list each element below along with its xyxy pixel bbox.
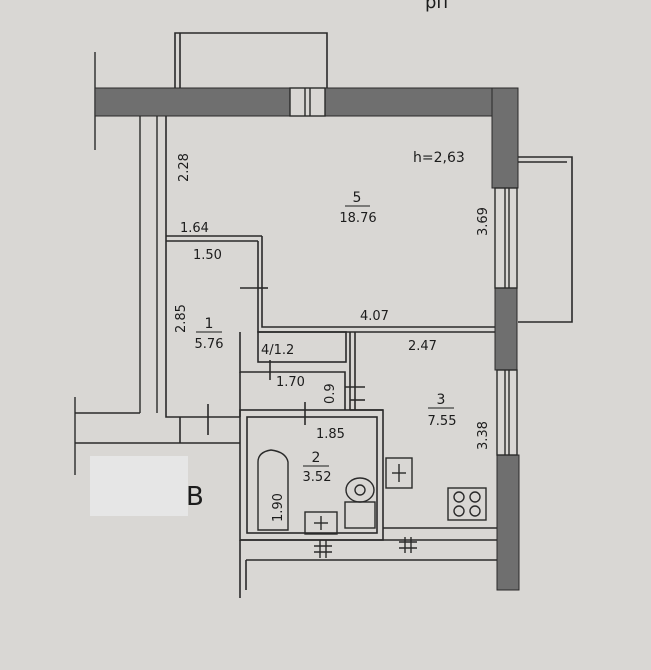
room-2-area: 3.52 — [303, 470, 332, 485]
room-5-area: 18.76 — [339, 211, 376, 226]
windows — [289, 87, 518, 456]
redacted-box — [90, 456, 188, 516]
dim-1-64: 1.64 — [180, 221, 209, 236]
dim-4-07: 4.07 — [360, 309, 389, 324]
dim-1-70: 1.70 — [276, 375, 305, 390]
room-1-area: 5.76 — [195, 337, 224, 352]
dim-2-47: 2.47 — [408, 339, 437, 354]
balcony-top — [174, 32, 328, 88]
dim-3-38: 3.38 — [476, 421, 491, 450]
room-3-number: 3 — [437, 392, 446, 408]
partitions — [165, 116, 497, 598]
bathtub-icon — [257, 449, 289, 531]
dim-1-85: 1.85 — [316, 427, 345, 442]
vent-shaft-icon — [314, 537, 417, 558]
dim-1-50: 1.50 — [193, 248, 222, 263]
room-2-number: 2 — [312, 450, 321, 466]
ceiling-height: h=2,63 — [413, 150, 465, 166]
dim-2-28: 2.28 — [177, 153, 192, 182]
room-3-area: 7.55 — [428, 414, 457, 429]
heading-fragment: рп — [425, 0, 448, 13]
sink-icon — [385, 457, 413, 489]
dim-2-85: 2.85 — [174, 304, 189, 333]
dim-3-69: 3.69 — [476, 207, 491, 236]
washbasin-icon — [304, 511, 338, 535]
dim-1-90: 1.90 — [271, 493, 286, 522]
room-5-number: 5 — [353, 190, 362, 206]
dim-0-9: 0.9 — [323, 383, 338, 404]
loggia-right — [518, 156, 573, 323]
room-1-number: 1 — [205, 316, 214, 332]
toilet-icon — [344, 477, 376, 529]
stove-icon — [447, 487, 487, 521]
room-4-label: 4/1.2 — [261, 343, 294, 358]
fragment-letter: B — [186, 482, 204, 512]
